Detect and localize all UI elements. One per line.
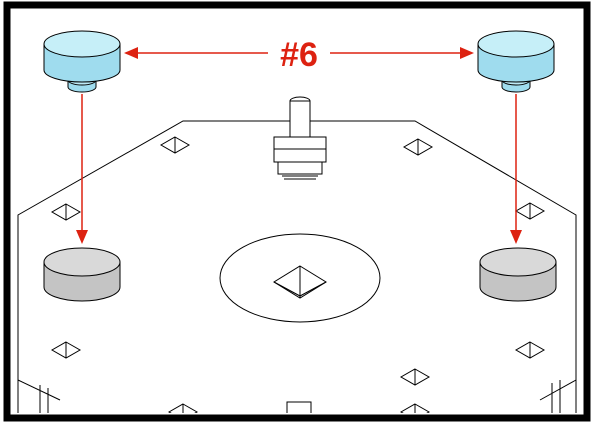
pad-left	[43, 247, 121, 302]
foot-right	[477, 30, 555, 93]
base-plate	[17, 120, 577, 413]
bottom-slot	[286, 401, 312, 413]
diamond-hole-icon	[402, 138, 434, 156]
diamond-hole-icon	[514, 202, 546, 220]
arrowhead-icon	[510, 230, 522, 244]
diamond-hole-icon	[399, 368, 431, 386]
center-post	[273, 96, 327, 180]
plate-edge-left	[17, 379, 61, 401]
diamond-hole-icon	[50, 341, 82, 359]
center-ring	[219, 233, 381, 323]
diamond-hole-icon	[514, 341, 546, 359]
plate-edge-right	[539, 379, 577, 401]
diamond-hole-icon	[399, 403, 431, 413]
pad-right	[479, 247, 557, 302]
arrowhead-icon	[460, 47, 474, 59]
callout-arrows	[76, 47, 522, 244]
part-number-label: #6	[280, 36, 318, 74]
image-frame	[3, 1, 591, 422]
arrowhead-icon	[76, 230, 88, 244]
diamond-hole-icon	[167, 403, 199, 413]
arrowhead-icon	[124, 47, 138, 59]
diamond-hole-icon	[159, 136, 191, 154]
center-hole-icon	[273, 265, 327, 299]
diamond-hole-icon	[50, 203, 82, 221]
foot-left	[43, 30, 121, 93]
